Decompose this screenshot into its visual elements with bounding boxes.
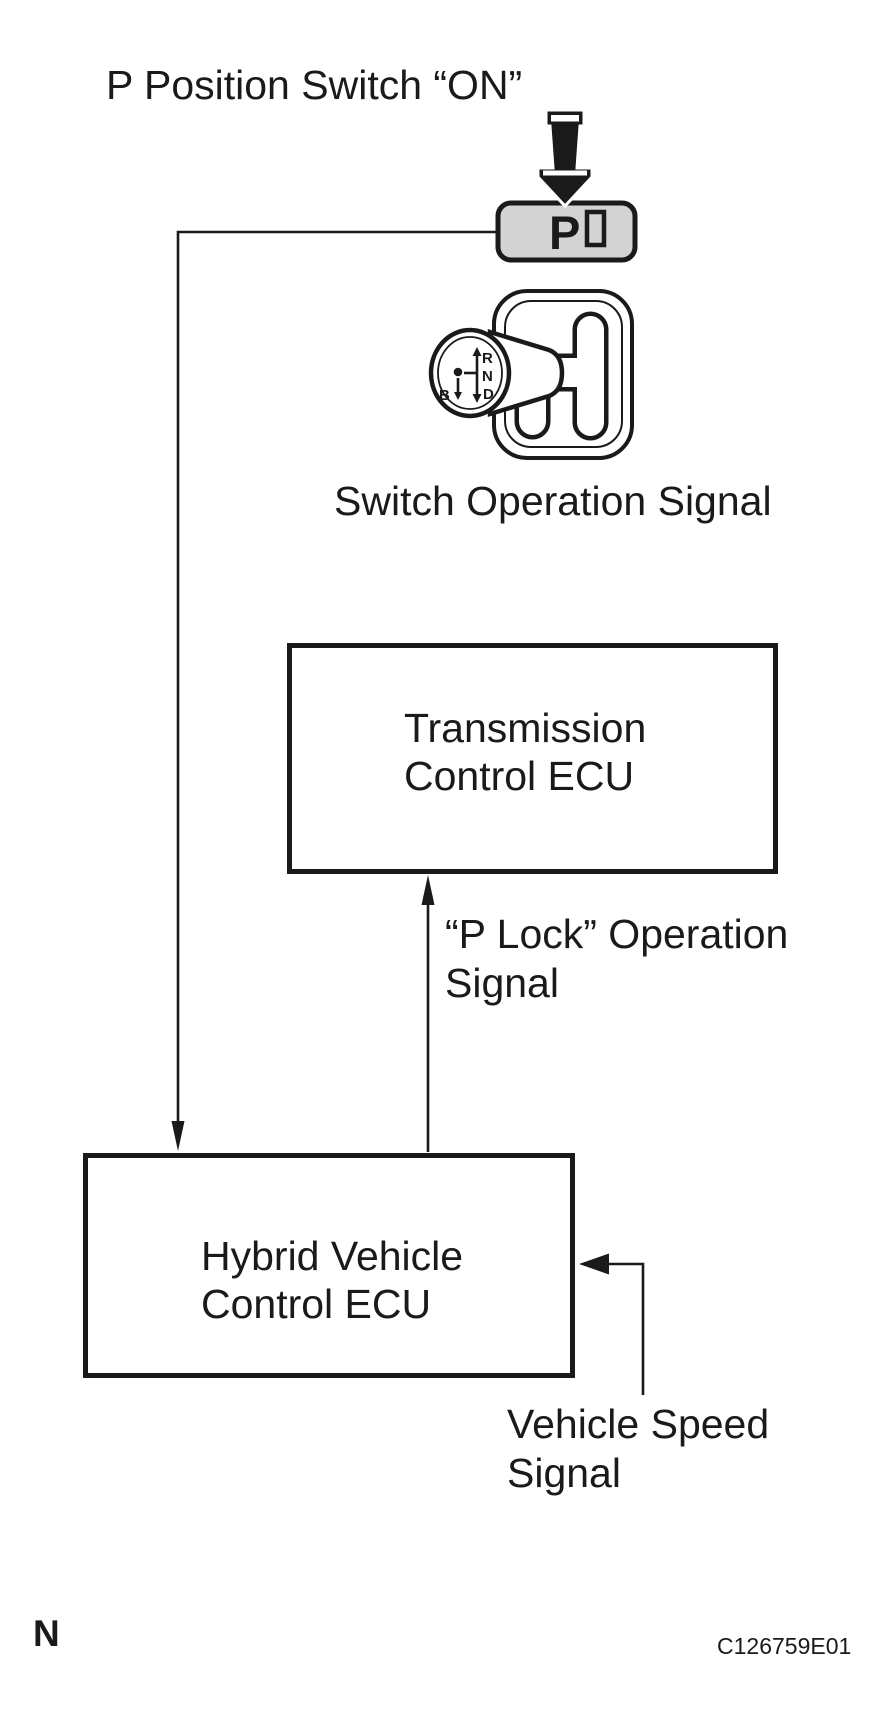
figure-code: C126759E01 [717,1633,852,1659]
connector-vehicle-speed [609,1262,645,1395]
label-vehicle-speed-signal: Vehicle Speed Signal [507,1401,770,1496]
diagram-title: P Position Switch “ON” [106,62,523,108]
shift-knob: R N D B [428,327,565,419]
arrowhead-down-icon [171,1121,185,1151]
node-transmission-control-ecu: Transmission Control ECU [287,643,778,874]
shift-pos-b: B [439,387,450,404]
p-button-indicator-icon [584,209,607,248]
label-switch-operation-signal: Switch Operation Signal [334,478,772,524]
connector-switch-signal [176,230,498,1124]
node-transmission-label: Transmission Control ECU [404,705,647,799]
node-hybrid-vehicle-control-ecu: Hybrid Vehicle Control ECU [83,1153,575,1378]
p-position-button: P [495,200,638,263]
arrowhead-up-icon [421,875,435,905]
arrowhead-left-icon [579,1253,609,1275]
p-button-label: P [549,206,580,259]
press-arrow-icon [536,108,594,209]
shift-pattern-icon: R N D B [439,347,494,404]
shift-pos-r: R [482,350,493,367]
shift-pos-d: D [483,386,494,403]
shift-pos-n: N [482,368,493,385]
knob-shaft [487,328,565,418]
node-hybrid-label: Hybrid Vehicle Control ECU [201,1233,464,1327]
label-p-lock-operation-signal: “P Lock” Operation Signal [445,911,789,1006]
page-marker: N [33,1613,60,1654]
